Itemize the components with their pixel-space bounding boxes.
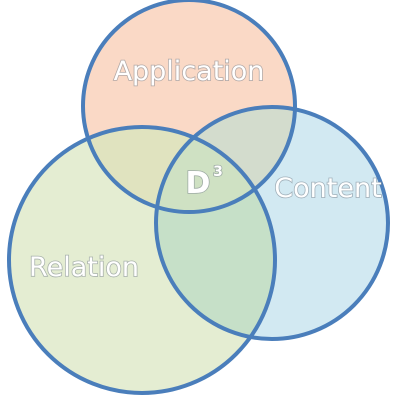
center-overlap bbox=[156, 127, 275, 212]
relation-circle-outline bbox=[7, 125, 277, 395]
center-label: D bbox=[186, 166, 211, 201]
application-circle-outline bbox=[81, 0, 297, 214]
content-label: Content bbox=[274, 173, 381, 204]
relation-label: Relation bbox=[29, 252, 139, 283]
center-label-superscript: 3 bbox=[213, 164, 223, 180]
application-label: Application bbox=[114, 56, 265, 87]
content-circle-outline bbox=[154, 105, 390, 341]
